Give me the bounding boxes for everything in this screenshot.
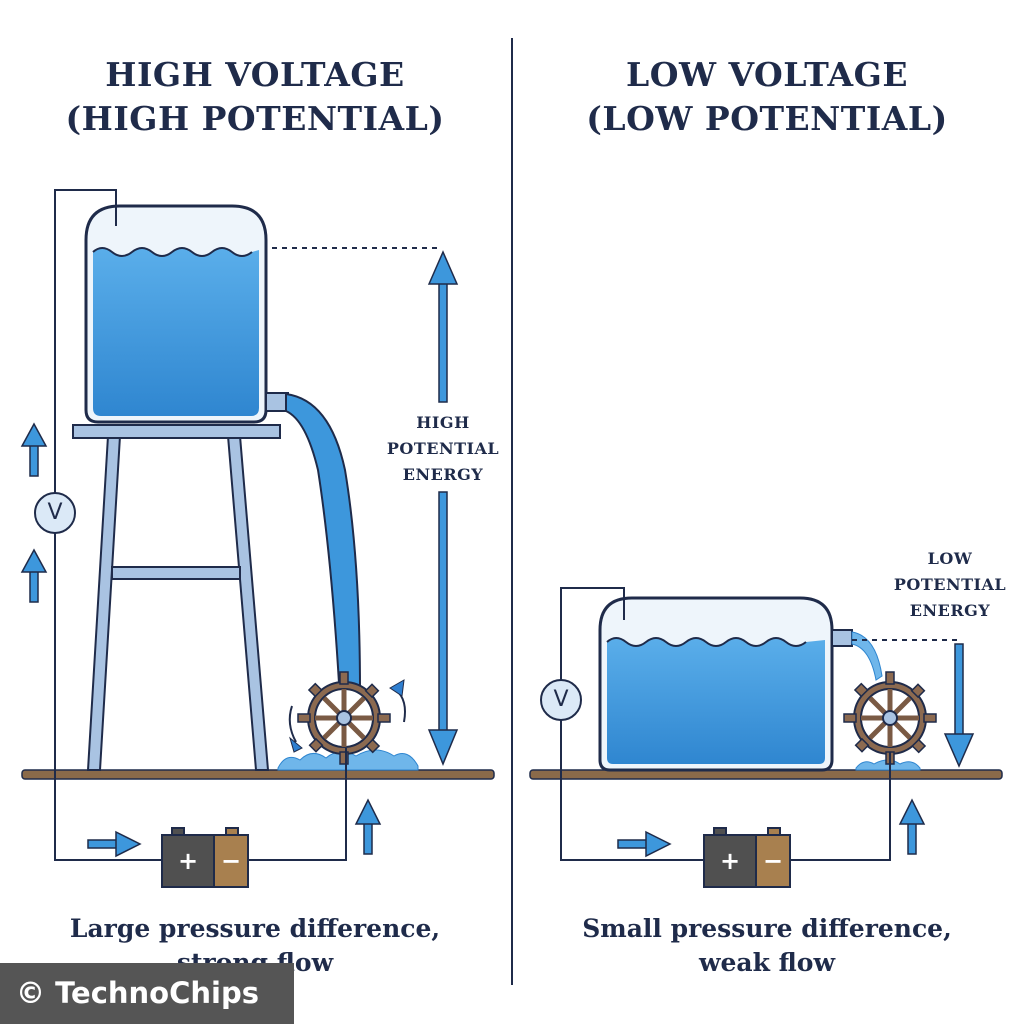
high-water-tank: [84, 204, 289, 424]
low-water-tank: [598, 596, 853, 772]
strong-water-stream: [285, 392, 362, 702]
left-circuit-wire: [54, 189, 347, 861]
right-caption-line1: Small pressure difference,: [582, 914, 952, 943]
right-battery-minus: −: [762, 847, 784, 875]
weak-water-stream: [851, 631, 883, 681]
left-caption-line1: Large pressure difference,: [69, 914, 441, 943]
watermark: © TechnoChips: [0, 963, 294, 1024]
water-tower-stand: [72, 424, 281, 771]
right-battery-plus: +: [719, 847, 741, 875]
high-energy-label: HIGH POTENTIAL ENERGY: [378, 410, 508, 488]
high-energy-line3: ENERGY: [402, 465, 484, 484]
voltmeter-icon: [34, 492, 76, 534]
left-title: HIGH VOLTAGE (HIGH POTENTIAL): [40, 53, 470, 141]
left-title-line1: HIGH VOLTAGE: [105, 55, 405, 94]
low-potential-arrow: [943, 643, 975, 768]
flow-arrow-icon: [20, 422, 382, 858]
high-energy-line1: HIGH: [416, 413, 470, 432]
low-energy-line2: POTENTIAL: [893, 575, 1007, 594]
right-diagram: [529, 587, 1003, 888]
left-diagram: [20, 189, 495, 888]
low-energy-line3: ENERGY: [909, 601, 991, 620]
right-caption-line2: weak flow: [698, 948, 836, 977]
left-title-line2: (HIGH POTENTIAL): [65, 99, 445, 138]
left-ground: [21, 769, 495, 780]
high-potential-arrow: [427, 250, 459, 766]
battery-icon: [161, 827, 249, 888]
wheel-rotation-arrow-left: [288, 705, 297, 743]
water-wheel-icon: [297, 671, 391, 765]
battery-icon: [703, 827, 791, 888]
flow-arrow-icon: [617, 798, 926, 858]
water-wheel-icon: [843, 671, 937, 765]
right-title: LOW VOLTAGE (LOW POTENTIAL): [552, 53, 982, 141]
left-battery-minus: −: [220, 847, 242, 875]
low-energy-line1: LOW: [927, 549, 973, 568]
right-caption: Small pressure difference, weak flow: [552, 912, 982, 980]
right-title-line1: LOW VOLTAGE: [626, 55, 908, 94]
left-battery-plus: +: [177, 847, 199, 875]
low-energy-label: LOW POTENTIAL ENERGY: [885, 546, 1015, 624]
voltmeter-icon: [540, 679, 582, 721]
right-title-line2: (LOW POTENTIAL): [586, 99, 948, 138]
high-energy-line2: POTENTIAL: [386, 439, 500, 458]
right-circuit-wire: [560, 587, 891, 861]
left-voltmeter-label: V: [47, 500, 63, 525]
right-voltmeter-label: V: [553, 687, 569, 712]
